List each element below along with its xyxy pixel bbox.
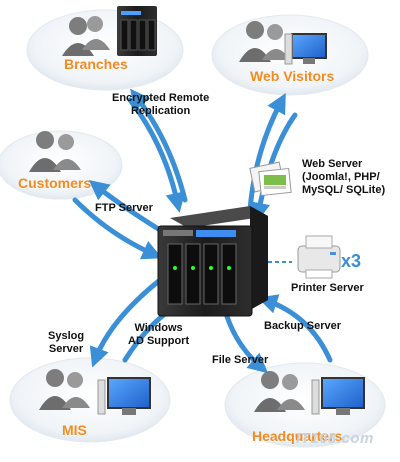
branches-nas-icon — [117, 6, 157, 56]
encrypted-line2: Replication — [130, 105, 191, 117]
printer-icon — [297, 235, 341, 279]
headquarters-label: Headquarters — [252, 428, 343, 444]
headquarters-node — [224, 362, 386, 448]
central-nas-icon — [157, 206, 268, 317]
customers-label: Customers — [18, 175, 92, 191]
watermark-logo: IT168.com — [296, 430, 374, 447]
web-server-label: Web Server (Joomla!, PHP/ MySQL/ SQLite) — [302, 158, 385, 197]
arrow-nas-to-webvisitors — [247, 92, 286, 213]
arrow-customers-to-nas — [72, 197, 163, 260]
branches-label: Branches — [64, 56, 128, 72]
file-server-label: File Server — [212, 354, 269, 366]
arrow-branches-to-nas — [127, 97, 186, 213]
arrow-nas-to-mis-syslog — [89, 277, 163, 368]
mis-computer-icon — [97, 377, 151, 415]
web-visitors-people-icon — [239, 21, 290, 62]
windows-line1: Windows — [134, 322, 183, 334]
mis-node — [9, 357, 171, 443]
branches-node — [26, 6, 184, 91]
printer-server-label: Printer Server — [291, 282, 364, 294]
web-server-docs-icon — [249, 161, 292, 197]
syslog-line2: Server — [48, 343, 84, 355]
windows-line2: AD Support — [128, 335, 190, 347]
customers-people-icon — [29, 131, 81, 172]
mis-label: MIS — [62, 422, 87, 438]
mis-people-icon — [39, 369, 90, 410]
syslog-line1: Syslog — [48, 330, 85, 342]
windows-ad-label: Windows AD Support — [128, 322, 189, 348]
web-server-line3: MySQL/ SQLite) — [302, 184, 386, 196]
headquarters-people-icon — [254, 371, 305, 412]
branches-people-icon — [62, 16, 110, 56]
web-visitors-node — [211, 14, 369, 96]
headquarters-computer-icon — [311, 377, 365, 415]
ftp-server-label: FTP Server — [95, 202, 153, 214]
web-visitors-label: Web Visitors — [250, 68, 335, 84]
arrow-nas-to-branches — [130, 88, 188, 203]
web-visitors-computer-icon — [284, 33, 327, 65]
web-server-line2: (Joomla!, PHP/ — [302, 171, 380, 183]
arrow-webvisitors-to-nas — [250, 112, 298, 223]
syslog-server-label: Syslog Server — [48, 330, 84, 356]
web-server-line1: Web Server — [302, 158, 363, 170]
encrypted-line1: Encrypted Remote — [112, 92, 210, 104]
arrow-hq-to-nas-backup — [257, 294, 333, 363]
printer-count-label: x3 — [341, 251, 362, 271]
backup-server-label: Backup Server — [264, 320, 342, 332]
encrypted-replication-label: Encrypted Remote Replication — [112, 92, 209, 118]
arrow-nas-to-customers — [88, 180, 163, 233]
